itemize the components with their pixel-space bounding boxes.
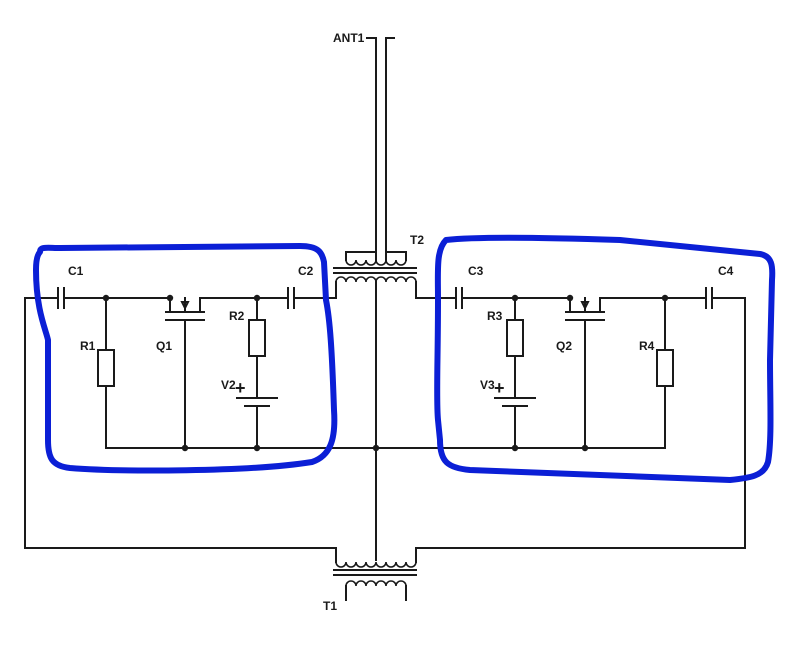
label-r4: R4 xyxy=(639,339,655,353)
capacitor-c1 xyxy=(57,287,65,309)
junction-dot xyxy=(511,444,519,452)
junction-dot xyxy=(372,444,380,452)
junction-dot xyxy=(181,444,189,452)
highlight-left-amplifier xyxy=(33,243,338,474)
transistor-q1 xyxy=(165,297,205,449)
wire-c1-t1 xyxy=(24,297,337,549)
junction-dot xyxy=(253,444,261,452)
label-c1: C1 xyxy=(68,264,84,278)
polarity-plus: + xyxy=(494,378,505,398)
highlight-right-amplifier xyxy=(434,234,776,483)
label-ant1: ANT1 xyxy=(333,31,365,45)
label-c3: C3 xyxy=(468,264,484,278)
transformer-t1 xyxy=(333,547,417,601)
capacitor-c4 xyxy=(705,287,713,309)
label-v3: V3 xyxy=(480,378,495,392)
antenna-ant1 xyxy=(366,37,395,261)
polarity-plus: + xyxy=(235,378,246,398)
capacitor-c2 xyxy=(287,287,295,309)
label-r1: R1 xyxy=(80,339,96,353)
transistor-q2 xyxy=(565,297,605,449)
label-v2: V2 xyxy=(221,378,236,392)
capacitor-c3 xyxy=(455,287,463,309)
battery-v3 xyxy=(494,397,536,407)
label-r3: R3 xyxy=(487,309,503,323)
battery-v2 xyxy=(236,397,278,407)
label-q1: Q1 xyxy=(156,339,172,353)
label-t1: T1 xyxy=(323,599,337,613)
label-c2: C2 xyxy=(298,264,314,278)
label-q2: Q2 xyxy=(556,339,572,353)
wire-c4-t1 xyxy=(415,297,746,549)
label-r2: R2 xyxy=(229,309,245,323)
resistor-r1 xyxy=(97,349,115,387)
label-t2: T2 xyxy=(410,233,424,247)
resistor-r3 xyxy=(506,319,524,357)
label-c4: C4 xyxy=(718,264,734,278)
junction-dot xyxy=(581,444,589,452)
resistor-r2 xyxy=(248,319,266,357)
resistor-r4 xyxy=(656,349,674,387)
